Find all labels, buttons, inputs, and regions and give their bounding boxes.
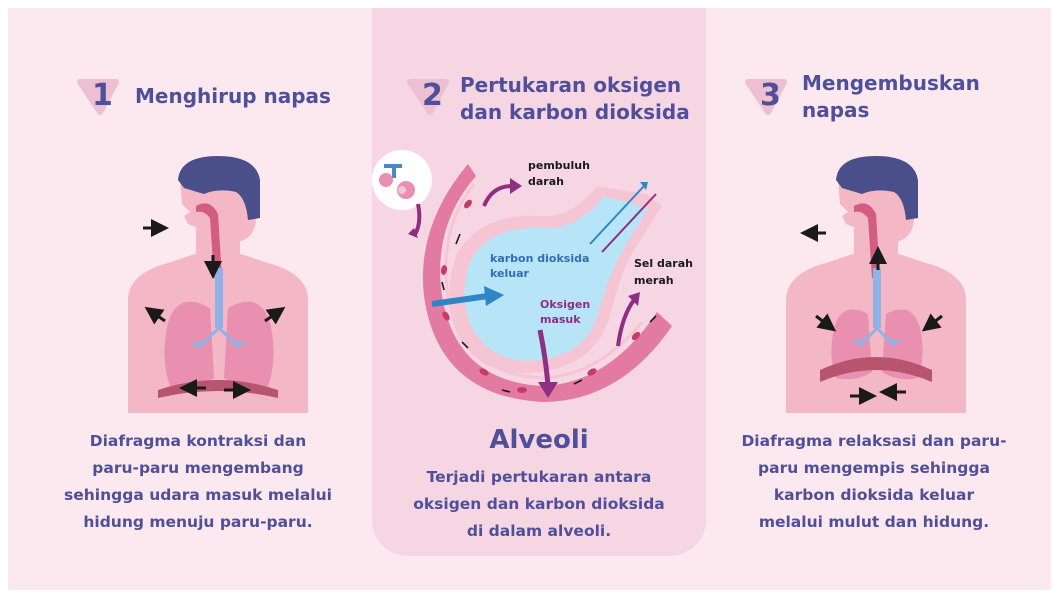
lung-in-right-arrow (921, 313, 943, 332)
red-blood-cell-label: Sel darah merah (634, 257, 693, 287)
co2-out-label: karbon dioksida keluar (490, 252, 590, 280)
trachea (873, 268, 881, 328)
exhale-body-illustration (786, 156, 966, 413)
oxygen-in-label: Oksigen masuk (540, 298, 591, 326)
left-lung (164, 301, 214, 387)
step-3-description: Diafragma relaksasi dan paru- paru menge… (741, 432, 1007, 531)
hair (178, 156, 260, 220)
step-1-description: Diafragma kontraksi dan paru-paru mengem… (64, 432, 332, 531)
diaphragm (820, 357, 932, 382)
exhale-arrows (800, 224, 943, 405)
step-2-title: Pertukaran oksigen dan karbon dioksida (460, 73, 690, 124)
step-2-number: 2 (422, 78, 443, 113)
step-2-badge (407, 79, 449, 115)
blood-vessel-label: pembuluh darah (528, 159, 590, 188)
step-2-description: Terjadi pertukaran antara oksigen dan ka… (413, 468, 665, 540)
inhale-arrows (143, 219, 286, 399)
lung-out-right-arrow (264, 306, 286, 325)
step-3-badge (745, 79, 787, 115)
alveolus-air (464, 196, 648, 361)
rbc-out-arrow (616, 298, 636, 347)
step-1-title: Menghirup napas (135, 84, 331, 108)
step-1-number: 1 (92, 78, 113, 113)
vessel-out-arrow (482, 184, 513, 207)
inhale-body-illustration (128, 156, 308, 413)
airway (196, 203, 222, 278)
red-blood-cells (440, 199, 641, 393)
alveoli-diagram (372, 150, 672, 402)
step-2: 2 Pertukaran oksigen dan karbon dioksida (372, 8, 706, 590)
step-3-title: Mengembuskan napas (802, 71, 980, 122)
alveoli-heading: Alveoli (489, 425, 589, 455)
infographic-frame: 1 Menghirup napas (8, 8, 1051, 590)
lung-out-left-arrow (144, 306, 166, 325)
step-1-badge (77, 79, 119, 115)
step-3: 3 Mengembuskan napas (706, 8, 1051, 590)
step-3-number: 3 (760, 78, 781, 113)
oxygen-in-arrow (537, 329, 551, 387)
co2-out-arrow (431, 293, 489, 307)
hair (836, 156, 918, 220)
step-1: 1 Menghirup napas (8, 8, 372, 590)
right-lung (224, 301, 274, 387)
lung-in-left-arrow (815, 313, 837, 332)
trachea (215, 268, 223, 328)
